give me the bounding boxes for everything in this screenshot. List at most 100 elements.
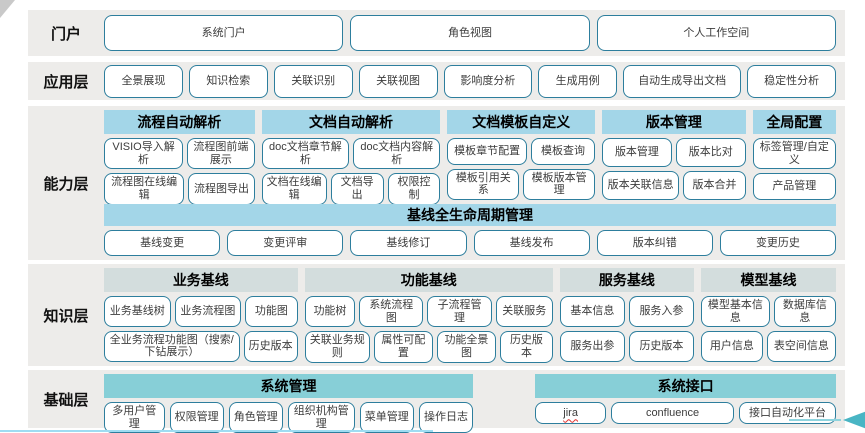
button-row: 模型基本信息数据库信息 — [700, 296, 836, 328]
module-button[interactable]: 模型基本信息 — [700, 296, 770, 328]
module-button[interactable]: 生成用例 — [538, 64, 618, 98]
module-button[interactable]: 流程图前端展示 — [187, 138, 255, 170]
module-button[interactable]: 基线修订 — [350, 230, 467, 256]
module-button[interactable]: 服务出参 — [559, 331, 625, 362]
module-button[interactable]: 产品管理 — [752, 173, 836, 200]
module-button[interactable]: 模板查询 — [530, 138, 596, 165]
module-button[interactable]: 全业务流程功能图（搜索/下钻展示） — [104, 330, 240, 362]
module-button[interactable]: 版本管理 — [602, 138, 672, 167]
module-button[interactable]: 全景展现 — [104, 64, 183, 98]
button-row: 多用户管理权限管理角色管理组织机构管理菜单管理操作日志 — [104, 402, 474, 433]
module-button[interactable]: 版本纠错 — [596, 230, 713, 256]
module-button[interactable]: 关联业务规则 — [304, 331, 370, 363]
module-button[interactable]: 稳定性分析 — [747, 64, 836, 98]
module-button[interactable]: confluence — [611, 402, 735, 424]
module-button[interactable]: 子流程管理 — [427, 296, 492, 328]
module-button[interactable]: 组织机构管理 — [287, 402, 355, 433]
button-row: 用户信息表空间信息 — [700, 331, 836, 362]
module-button[interactable]: 流程图导出 — [188, 173, 255, 205]
module-button[interactable]: 基线发布 — [473, 230, 590, 256]
button-row: 版本关联信息版本合并 — [602, 171, 746, 200]
arrow-tail-line — [789, 419, 841, 421]
module-button[interactable]: 角色管理 — [228, 402, 283, 433]
feature-group: 系统管理多用户管理权限管理角色管理组织机构管理菜单管理操作日志 — [104, 374, 474, 433]
module-button[interactable]: 操作日志 — [418, 402, 474, 433]
group-rows: VISIO导入解析流程图前端展示流程图在线编辑流程图导出 — [104, 138, 255, 205]
module-button[interactable]: 版本合并 — [683, 171, 746, 200]
module-button[interactable]: 服务入参 — [628, 296, 694, 327]
corner-fold-decoration — [0, 0, 15, 18]
module-button[interactable]: 自动生成导出文档 — [623, 64, 742, 98]
module-button[interactable]: 基线变更 — [104, 230, 221, 256]
feature-group: 文档模板自定义模板章节配置模板查询模板引用关系模板版本管理 — [447, 110, 596, 200]
module-button[interactable]: 标签管理/自定义 — [752, 138, 836, 170]
module-button[interactable]: 文档在线编辑 — [261, 173, 327, 205]
button-row: 文档在线编辑文档导出权限控制 — [261, 173, 441, 205]
module-button[interactable]: 功能全景图 — [436, 331, 496, 363]
module-button[interactable]: 权限控制 — [387, 173, 441, 205]
module-button[interactable]: 流程图在线编辑 — [104, 173, 185, 205]
module-button[interactable]: 历史版本 — [628, 331, 694, 362]
module-button[interactable]: 版本关联信息 — [602, 171, 680, 200]
module-button[interactable]: 影响度分析 — [443, 64, 533, 98]
module-button[interactable]: doc文档内容解析 — [353, 138, 441, 170]
module-button[interactable]: 历史版本 — [499, 331, 553, 363]
group-header: 系统管理 — [104, 374, 474, 398]
group-spacer — [480, 374, 528, 424]
button-row: 版本管理版本比对 — [602, 138, 746, 167]
button-row: 全业务流程功能图（搜索/下钻展示）历史版本 — [104, 330, 298, 362]
module-button[interactable]: 用户信息 — [700, 331, 763, 362]
module-button[interactable]: 数据库信息 — [773, 296, 836, 328]
module-button[interactable]: doc文档章节解析 — [261, 138, 350, 170]
module-button[interactable]: 表空间信息 — [766, 331, 836, 362]
module-button[interactable]: 模板版本管理 — [523, 168, 596, 200]
module-button[interactable]: 基本信息 — [559, 296, 625, 327]
module-button[interactable]: 角色视图 — [350, 15, 590, 51]
module-button[interactable]: 业务流程图 — [174, 296, 242, 327]
module-button[interactable]: 接口自动化平台 — [739, 402, 837, 424]
module-button[interactable]: 版本比对 — [675, 138, 746, 167]
module-button[interactable]: 多用户管理 — [104, 402, 165, 433]
button-row: 模板引用关系模板版本管理 — [447, 168, 596, 200]
feature-group: 版本管理版本管理版本比对版本关联信息版本合并 — [602, 110, 746, 200]
bottom-edge-line — [0, 430, 433, 432]
button-row: 业务基线树业务流程图功能图 — [104, 296, 298, 327]
module-button[interactable]: 关联服务 — [495, 296, 553, 328]
module-button[interactable]: 变更评审 — [227, 230, 344, 256]
module-button[interactable]: 模板章节配置 — [447, 138, 527, 165]
module-button[interactable]: 文档导出 — [330, 173, 384, 205]
module-button[interactable]: 属性可配置 — [373, 331, 433, 363]
module-button[interactable]: 模板引用关系 — [447, 168, 520, 200]
group-rows: 标签管理/自定义产品管理 — [752, 138, 836, 200]
layer-label-knowledge: 知识层 — [43, 307, 89, 325]
module-button[interactable]: 变更历史 — [719, 230, 837, 256]
module-button[interactable]: 知识检索 — [188, 64, 268, 98]
module-button[interactable]: 关联识别 — [273, 64, 353, 98]
button-row: 基本信息服务入参 — [559, 296, 694, 327]
module-button[interactable]: 历史版本 — [243, 330, 298, 362]
module-button[interactable]: 系统流程图 — [359, 296, 424, 328]
module-button[interactable]: 个人工作空间 — [596, 15, 836, 51]
module-button[interactable]: 功能图 — [245, 296, 298, 327]
button-row: 功能树系统流程图子流程管理关联服务 — [304, 296, 553, 328]
module-button[interactable]: jira — [535, 402, 607, 424]
module-button[interactable]: 关联视图 — [358, 64, 438, 98]
module-button[interactable]: 菜单管理 — [359, 402, 414, 433]
group-header: 文档模板自定义 — [447, 110, 596, 134]
module-button[interactable]: VISIO导入解析 — [104, 138, 184, 170]
module-button[interactable]: 系统门户 — [104, 15, 344, 51]
module-button[interactable]: 业务基线树 — [104, 296, 171, 327]
module-button[interactable]: 功能树 — [304, 296, 356, 328]
module-button[interactable]: 权限管理 — [169, 402, 224, 433]
button-row: 流程图在线编辑流程图导出 — [104, 173, 255, 205]
layer-band-portal: 门户 系统门户角色视图个人工作空间 — [28, 10, 845, 56]
application-buttons-row: 全景展现知识检索关联识别关联视图影响度分析生成用例自动生成导出文档稳定性分析 — [104, 62, 845, 100]
group-rows: 模型基本信息数据库信息用户信息表空间信息 — [700, 296, 836, 362]
feature-group: 全局配置标签管理/自定义产品管理 — [752, 110, 836, 200]
